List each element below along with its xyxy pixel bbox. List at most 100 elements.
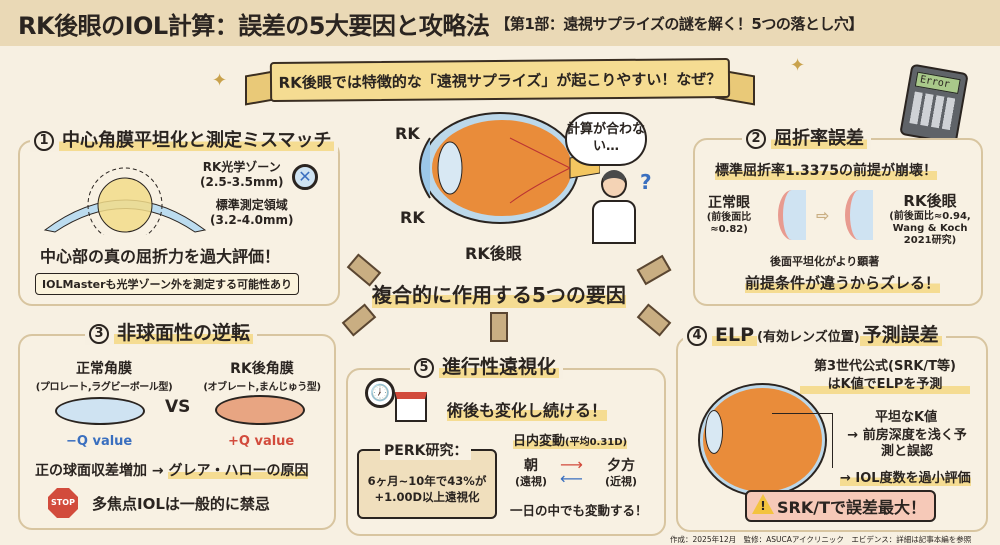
clock-icon: 🕖 bbox=[365, 378, 395, 408]
positive-q-value: +Q value bbox=[228, 434, 295, 449]
calculator-screen: Error bbox=[914, 71, 961, 95]
factor-title-text: 屈折率誤差 bbox=[771, 128, 867, 149]
normal-cornea-label: 正常角膜 (プロレート,ラグビーボール型) bbox=[22, 358, 186, 393]
question-mark-icon: ? bbox=[640, 170, 652, 194]
zone1-range: (2.5-3.5mm) bbox=[200, 175, 284, 189]
factor-title-end: 予測誤差 bbox=[859, 324, 942, 346]
factor-4-alert-text: SRK/Tで誤差最大！ bbox=[777, 498, 927, 517]
rk-optical-zone-label: RK光学ゾーン(2.5-3.5mm) bbox=[200, 160, 283, 190]
elp-step-2-text: 前房深度を浅く予測と誤認 bbox=[862, 428, 967, 459]
arrow-to-factor-5 bbox=[490, 312, 508, 342]
connector-line bbox=[832, 413, 833, 468]
doctor-head bbox=[601, 170, 627, 198]
evening-label: 夕方(近視) bbox=[605, 458, 637, 490]
rk-eye-ratio: (前後面比≈0.94, Wang & Koch 2021研究) bbox=[889, 211, 971, 246]
formula-line-1: 第3世代公式(SRK/T等) bbox=[814, 359, 956, 374]
thought-text: 計算が合わない… bbox=[567, 122, 646, 154]
negative-q-value: −Q value bbox=[66, 434, 133, 449]
evening-sub: (近視) bbox=[605, 475, 638, 488]
rk-label-bottom: RK bbox=[400, 208, 425, 227]
diurnal-average: (平均0.31D) bbox=[565, 437, 628, 448]
rk-cornea-text: RK後角膜 bbox=[230, 361, 294, 377]
prolate-cornea-icon bbox=[55, 397, 145, 425]
header: RK後眼のIOL計算：誤差の5大要因と攻略法 【第1部：遠視サプライズの謎を解く… bbox=[0, 0, 1000, 46]
factor-number: 2 bbox=[746, 129, 766, 149]
factor-title-text: 進行性遠視化 bbox=[439, 356, 560, 378]
arrow-to-factor-2 bbox=[636, 254, 672, 286]
factor-title-paren: (有効レンズ位置) bbox=[757, 330, 860, 345]
page-subtitle: 【第1部：遠視サプライズの謎を解く！5つの落とし穴】 bbox=[495, 14, 863, 33]
banner: RK後眼では特徴的な「遠視サプライズ」が起こりやすい！なぜ？ bbox=[269, 57, 731, 103]
factor-2-headline: 標準屈折率1.3375の前提が崩壊！ bbox=[715, 160, 938, 180]
oblate-cornea-icon bbox=[215, 395, 305, 425]
perk-study-title: PERK研究： bbox=[380, 440, 472, 460]
perk-study-box: 6ヶ月~10年で43%が+1.00D以上遠視化 bbox=[357, 449, 497, 519]
cornea-measurement-diagram bbox=[43, 167, 207, 235]
page-title: RK後眼のIOL計算：誤差の5大要因と攻略法 bbox=[18, 11, 490, 40]
morning-label: 朝(遠視) bbox=[515, 458, 547, 490]
calculator-icon: Error bbox=[899, 63, 969, 145]
sparkle-icon: ✦ bbox=[790, 55, 806, 76]
arrow-to-factor-4 bbox=[636, 303, 672, 337]
formula-line-2: はK値でELPを予測 bbox=[800, 376, 970, 394]
elp-step-2: → 前房深度を浅く予測と誤認 bbox=[842, 428, 972, 460]
rk-eye-label: RK後眼(前後面比≈0.94, Wang & Koch 2021研究) bbox=[880, 190, 980, 247]
normal-eye-label: 正常眼(前後面比≈0.82) bbox=[705, 192, 753, 236]
normal-eye-text: 正常眼 bbox=[708, 195, 750, 211]
banner-text: RK後眼では特徴的な「遠視サプライズ」が起こりやすい！なぜ？ bbox=[278, 69, 722, 92]
rk-label-top: RK bbox=[395, 124, 420, 143]
factor-3-effect: 正の球面収差増加 → グレア・ハローの原因 bbox=[35, 460, 309, 480]
doctor-coat bbox=[592, 200, 636, 244]
elp-step-3: → IOL度数を過小評価 bbox=[840, 467, 971, 486]
factor-title-text: ELP bbox=[712, 324, 758, 346]
step-arrow-icon: → bbox=[840, 471, 856, 486]
posterior-flattening-note: 後面平坦化がより顕著 bbox=[770, 255, 880, 268]
zone1-text: RK光学ゾーン bbox=[202, 160, 281, 174]
factor-number: 4 bbox=[687, 325, 707, 346]
elp-step-1: 平坦なK値 bbox=[875, 410, 938, 425]
step-arrow-icon: → bbox=[847, 428, 863, 443]
formula-note: 第3世代公式(SRK/T等) はK値でELPを予測 bbox=[800, 358, 970, 394]
rk-cornea-label: RK後角膜 (オブレート,まんじゅう型) bbox=[192, 358, 332, 393]
zone2-text: 標準測定領域 bbox=[215, 198, 288, 212]
calculator-keys bbox=[909, 91, 957, 131]
zone2-range: (3.2-4.0mm) bbox=[210, 213, 294, 227]
diurnal-note: 一日の中でも変動する！ bbox=[510, 503, 648, 518]
factor-2-conclusion: 前提条件が違うからズレる！ bbox=[745, 272, 941, 293]
morning-text: 朝 bbox=[524, 458, 539, 474]
sparkle-icon: ✦ bbox=[212, 70, 228, 91]
morning-sub: (遠視) bbox=[515, 475, 548, 488]
factor-title-text: 非球面性の逆転 bbox=[114, 322, 254, 344]
factor-1-note: IOLMasterも光学ゾーン外を測定する可能性あり bbox=[35, 273, 299, 295]
calendar-icon bbox=[395, 392, 427, 422]
factor-1-conclusion-text: 中心部の真の屈折力を過大評価！ bbox=[40, 247, 281, 266]
perk-study-body: 6ヶ月~10年で43%が+1.00D以上遠視化 bbox=[367, 474, 487, 504]
rk-cornea-icon bbox=[845, 190, 873, 240]
diurnal-variation-label: 日内変動(平均0.31D) bbox=[513, 430, 628, 449]
factor-number: 5 bbox=[414, 357, 434, 378]
normal-cornea-text: 正常角膜 bbox=[76, 361, 132, 377]
effect-text: 正の球面収差増加 bbox=[35, 463, 147, 479]
normal-cornea-icon bbox=[778, 190, 806, 240]
normal-eye-ratio: (前後面比≈0.82) bbox=[706, 212, 752, 235]
stop-sign-icon: STOP bbox=[48, 488, 78, 518]
standard-measurement-label: 標準測定領域(3.2-4.0mm) bbox=[210, 198, 293, 228]
connector-line bbox=[772, 413, 832, 414]
swap-arrows-icon: ⟶⟵ bbox=[560, 455, 583, 488]
factor-number: 3 bbox=[89, 323, 109, 344]
factor-title-text: 中心角膜平坦化と測定ミスマッチ bbox=[59, 130, 335, 151]
factor-number: 1 bbox=[34, 131, 54, 151]
evening-text: 夕方 bbox=[607, 458, 636, 474]
rk-eye-text: RK後眼 bbox=[903, 192, 957, 210]
diurnal-text: 日内変動 bbox=[513, 434, 566, 449]
cause-text: グレア・ハローの原因 bbox=[168, 463, 309, 479]
elp-step-3-text: IOL度数を過小評価 bbox=[855, 471, 971, 486]
eye-label: RK後眼 bbox=[465, 244, 522, 263]
rk-cornea-type: (オブレート,まんじゅう型) bbox=[203, 382, 321, 393]
normal-cornea-type: (プロレート,ラグビーボール型) bbox=[35, 382, 173, 393]
